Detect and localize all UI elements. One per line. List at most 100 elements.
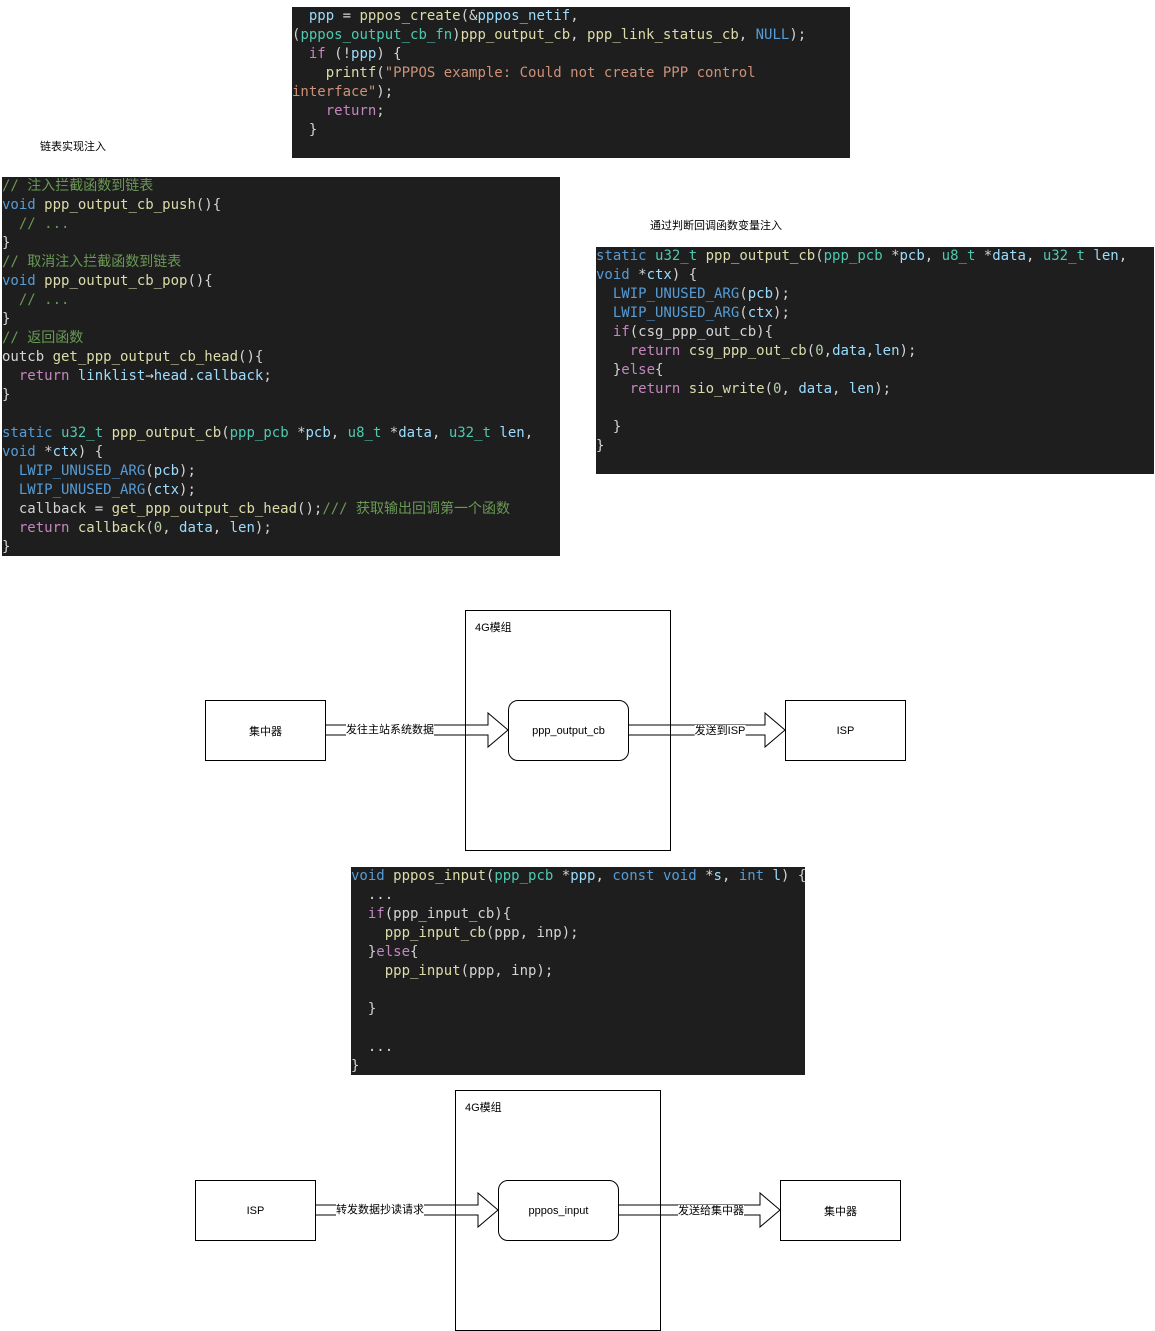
code-line: LWIP_UNUSED_ARG(pcb); [2, 462, 560, 481]
code-token: (! [325, 46, 352, 62]
code-token: , [570, 8, 579, 24]
code-token: ppp [570, 868, 596, 884]
code-token: 0 [153, 520, 163, 536]
code-token: ppp_input_cb [384, 925, 486, 941]
code-token: return [325, 103, 377, 119]
code-token: , [924, 248, 942, 264]
code-line: ppp_input_cb(ppp, inp); [351, 924, 805, 943]
code-line: void *ctx) { [596, 266, 1154, 285]
code-token: pppos_output_cb_fn [300, 27, 453, 43]
code-token: ); [874, 381, 892, 397]
code-token: void [2, 444, 36, 460]
code-line: } [351, 1057, 805, 1076]
edge-label-to-isp: 发送到ISP [694, 725, 746, 737]
code-token: return [629, 343, 681, 359]
code-token: ( [764, 381, 774, 397]
code-token: outcb [2, 349, 53, 365]
code-line: } [2, 310, 560, 329]
code-line: // ... [2, 291, 560, 310]
code-token: linklist [77, 368, 146, 384]
code-token: LWIP_UNUSED_ARG [18, 482, 146, 498]
code-line: callback = get_ppp_output_cb_head();/// … [2, 500, 560, 519]
code-token: pppos_input [393, 868, 486, 884]
code-token: callback [77, 520, 146, 536]
code-line: } [596, 437, 1154, 456]
code-token: ppp_output_cb [705, 248, 816, 264]
code-token: LWIP_UNUSED_ARG [612, 286, 740, 302]
code-token: "PPPOS example: Could not create PPP con… [384, 65, 756, 81]
code-token: csg_ppp_out_cb [688, 343, 807, 359]
code-token: pppos_create [359, 8, 461, 24]
code-token: get_ppp_output_cb_head [52, 349, 239, 365]
code-token: , [431, 425, 449, 441]
code-token: 0 [773, 381, 782, 397]
code-line: ... [351, 886, 805, 905]
code-token: return [629, 381, 681, 397]
code-token: interface" [292, 84, 377, 100]
code-line: if (!ppp) { [292, 45, 850, 64]
code-token: static [2, 425, 53, 441]
code-token: data [179, 520, 213, 536]
code-token: len [848, 381, 875, 397]
code-token: } [596, 438, 605, 454]
code-token: len [229, 520, 255, 536]
code-token: void [662, 868, 697, 884]
code-token: (){ [187, 273, 213, 289]
code-token: if [367, 906, 385, 922]
code-token: = [334, 8, 360, 24]
code-token: head [153, 368, 188, 384]
code-token: ppp_pcb [823, 248, 883, 264]
code-token: data [832, 343, 866, 359]
node-target-concentrator: 集中器 [780, 1180, 901, 1241]
code-token: static [596, 248, 647, 264]
code-token: , [595, 868, 613, 884]
edge-label-forward-request: 转发数据抄读请求 [336, 1204, 424, 1216]
code-token: // ... [2, 216, 70, 232]
code-token [385, 868, 393, 884]
code-line: static u32_t ppp_output_cb(ppp_pcb *pcb,… [596, 247, 1154, 266]
code-line: return sio_write(0, data, len); [596, 380, 1154, 399]
code-token: → [145, 368, 154, 384]
code-token: ppp [308, 8, 335, 24]
code-token: } [351, 1001, 377, 1017]
label-variable-injection: 通过判断回调函数变量注入 [650, 220, 782, 232]
code-token: (ppp_input_cb){ [384, 906, 512, 922]
code-line: } [2, 538, 560, 557]
code-token [351, 925, 385, 941]
code-token: u32_t [448, 425, 491, 441]
code-token: pcb [899, 248, 925, 264]
code-line: void ppp_output_cb_pop(){ [2, 272, 560, 291]
code-token: NULL [755, 27, 790, 43]
code-line: void pppos_input(ppp_pcb *ppp, const voi… [351, 867, 806, 886]
code-token: } [351, 1058, 360, 1074]
code-token: * [629, 267, 647, 283]
code-line: } [2, 386, 560, 405]
code-token: const [612, 868, 655, 884]
code-token: get_ppp_output_cb_head [111, 501, 298, 517]
code-token: , [823, 343, 833, 359]
code-line: }else{ [596, 361, 1154, 380]
code-line: if(ppp_input_cb){ [351, 905, 805, 924]
code-token: (); [297, 501, 323, 517]
code-line: return callback(0, data, len); [2, 519, 560, 538]
code-line: interface"); [292, 83, 850, 102]
code-token: ( [145, 463, 154, 479]
code-token: u8_t [941, 248, 976, 264]
code-token: (csg_ppp_out_cb){ [629, 324, 774, 340]
code-token: ctx [52, 444, 78, 460]
code-line: printf("PPPOS example: Could not create … [292, 64, 850, 83]
code-token: , [1025, 248, 1043, 264]
code-block-pppos-create: ppp = pppos_create(&pppos_netif,(pppos_o… [292, 7, 850, 158]
code-token: ppp_output_cb [111, 425, 222, 441]
code-token: // 返回函数 [2, 330, 84, 346]
code-token: } [2, 235, 11, 251]
code-token: pppos_netif [477, 8, 571, 24]
code-token: l [772, 868, 781, 884]
code-line: outcb get_ppp_output_cb_head(){ [2, 348, 560, 367]
code-line: (pppos_output_cb_fn)ppp_output_cb, ppp_l… [292, 26, 850, 45]
code-token: // ... [2, 292, 70, 308]
code-token: , [1118, 248, 1128, 264]
code-line: ppp_input(ppp, inp); [351, 962, 805, 981]
code-token [351, 963, 385, 979]
code-token: , [781, 381, 799, 397]
